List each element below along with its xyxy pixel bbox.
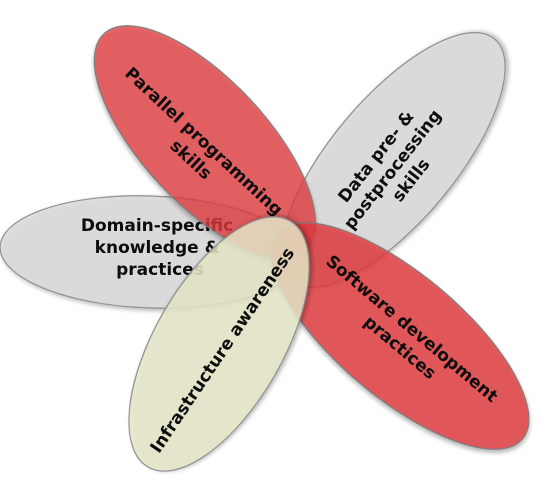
petal-domain-knowledge-label: Domain-specific knowledge & practices (81, 216, 239, 280)
label-line: Domain-specific (81, 216, 233, 236)
petal-data-processing: Data pre- & postprocessing skills (280, 31, 506, 289)
petal-parallel-programming: Parallel programming skills (93, 25, 317, 259)
label-line: knowledge & (95, 238, 220, 258)
petal-infrastructure-awareness-shape (128, 216, 310, 472)
label-line: practices (116, 260, 204, 280)
